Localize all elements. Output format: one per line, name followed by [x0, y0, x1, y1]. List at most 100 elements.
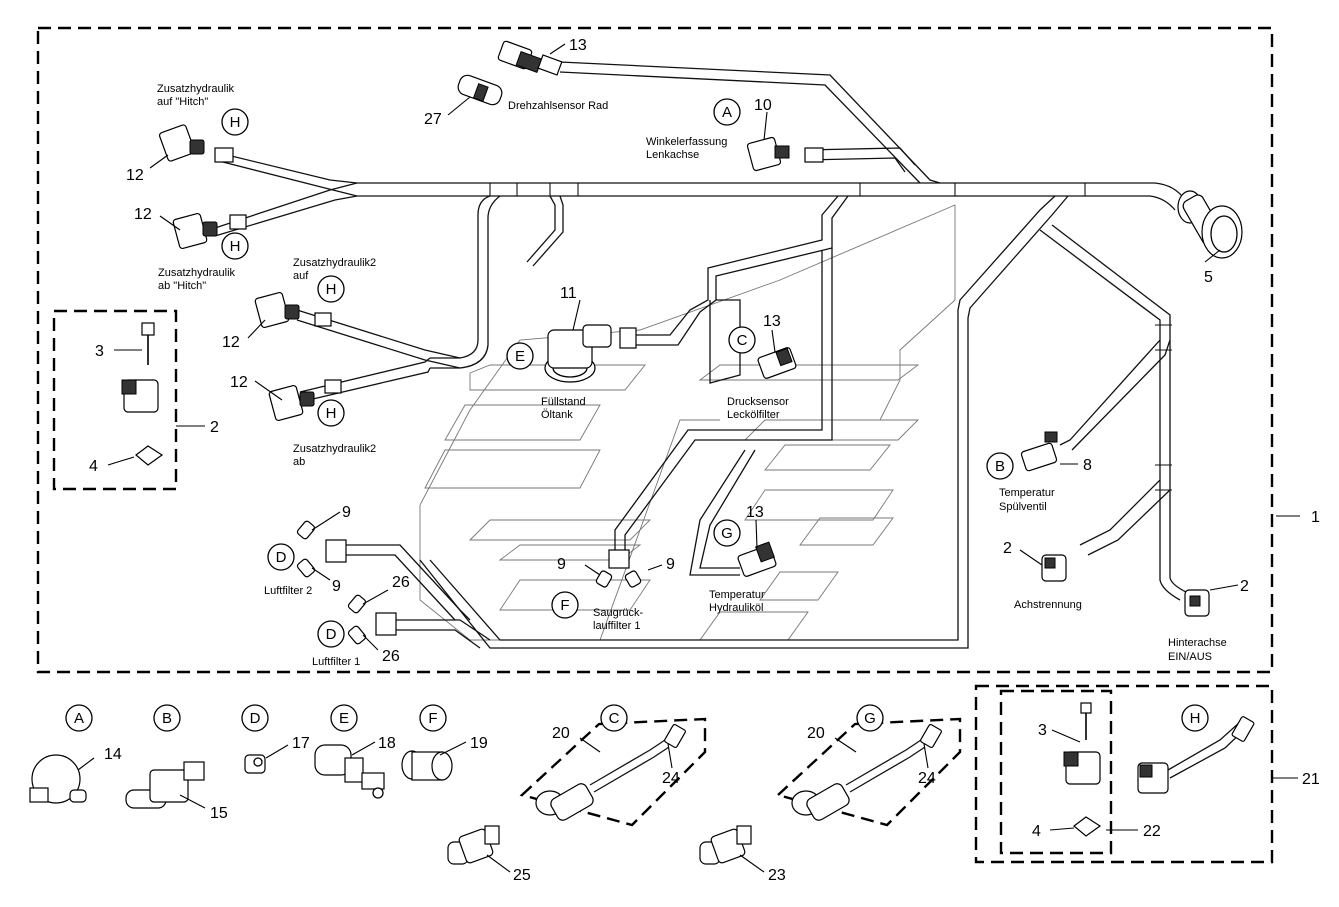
connector-13-top — [497, 40, 563, 76]
part-num-14: 14 — [104, 746, 122, 763]
sensor-18 — [314, 744, 385, 799]
part-num-12-c: 12 — [222, 334, 240, 351]
part-num-19: 19 — [470, 735, 488, 752]
part-num-23: 23 — [768, 867, 786, 884]
letter-d-luft1: D — [326, 626, 337, 643]
junction-9-d — [296, 520, 347, 578]
letter-h-4: H — [326, 405, 337, 422]
part-num-9-a: 9 — [342, 504, 351, 521]
label-fuellstand-2: Öltank — [541, 409, 573, 421]
letter-e-bottom: E — [339, 710, 349, 727]
sensor-15 — [125, 761, 205, 809]
label-zh2-auf-1: Zusatzhydraulik2 — [293, 257, 376, 269]
part-num-8: 8 — [1083, 457, 1092, 474]
leader-lines — [77, 43, 1300, 873]
letter-a-bottom: A — [74, 710, 84, 727]
letter-c-druck: C — [737, 332, 748, 349]
cable-20-c — [535, 723, 686, 821]
letter-g-temp: G — [721, 525, 733, 542]
label-zh2-ab-2: ab — [293, 456, 305, 468]
letter-h-3: H — [326, 281, 337, 298]
label-temp-hydr-1: Temperatur — [709, 589, 765, 601]
letter-h-2: H — [230, 238, 241, 255]
letter-e-fuell: E — [515, 348, 525, 365]
label-hinterachse-1: Hinterachse — [1168, 637, 1227, 649]
part-num-4-right: 4 — [1032, 823, 1041, 840]
label-achstrennung: Achstrennung — [1014, 599, 1082, 611]
label-temp-spuel-2: Spülventil — [999, 501, 1047, 513]
part-num-12-b: 12 — [134, 206, 152, 223]
kit-21-frame — [974, 684, 1274, 864]
letter-d-luft2: D — [276, 549, 287, 566]
part-numbers: 13 27 10 12 12 12 12 11 13 5 8 13 2 2 1 … — [89, 37, 1320, 884]
part-num-11: 11 — [560, 285, 577, 302]
connector-13-low — [737, 541, 777, 577]
label-winkelerfassung-1: Winkelerfassung — [646, 136, 727, 148]
label-drehzahlsensor: Drehzahlsensor Rad — [508, 100, 608, 112]
part-num-21: 21 — [1302, 771, 1320, 788]
part-num-2-left: 2 — [210, 419, 219, 436]
part-num-12-a: 12 — [126, 167, 144, 184]
connector-12-upper — [158, 124, 234, 163]
label-winkelerfassung-2: Lenkachse — [646, 149, 699, 161]
part-num-24-c: 24 — [662, 770, 680, 787]
letter-h-1: H — [230, 114, 241, 131]
tank-silhouette — [419, 204, 956, 641]
kit-21-parts — [1063, 702, 1255, 837]
sensor-14 — [29, 754, 87, 804]
connector-5 — [1177, 190, 1243, 259]
part-num-13-low: 13 — [746, 504, 764, 521]
label-zh2-ab-1: Zusatzhydraulik2 — [293, 443, 376, 455]
connector-10 — [746, 136, 824, 172]
letter-f-bottom: F — [428, 710, 437, 727]
label-luftfilter-2: Luftfilter 2 — [264, 585, 312, 597]
kit-2-parts — [121, 322, 164, 466]
label-drucksensor-2: Leckölfilter — [727, 409, 780, 421]
part-num-15: 15 — [210, 805, 228, 822]
letter-b-temp: B — [995, 458, 1005, 475]
letter-g-bottom: G — [864, 710, 876, 727]
part-num-2-achs: 2 — [1003, 540, 1012, 557]
part-num-20-g: 20 — [807, 725, 825, 742]
label-luftfilter-1: Luftfilter 1 — [312, 656, 360, 668]
part-num-12-d: 12 — [230, 374, 248, 391]
part-num-9-d: 9 — [666, 556, 675, 573]
connector-12-lower — [172, 212, 247, 250]
connector-8 — [1020, 431, 1058, 472]
connector-13-mid — [757, 347, 797, 379]
letter-a-winkel: A — [722, 104, 732, 121]
connector-11 — [544, 324, 637, 383]
label-zh-ab-2: ab "Hitch" — [158, 280, 206, 292]
letter-f-saug: F — [560, 597, 569, 614]
part-num-5: 5 — [1204, 269, 1213, 286]
label-zh-auf-2: auf "Hitch" — [157, 96, 208, 108]
label-hinterachse-2: EIN/AUS — [1168, 651, 1212, 663]
letter-texts: A H H H H E C B G D F D A B D E F C G H — [74, 104, 1200, 727]
letter-b-bottom: B — [162, 710, 172, 727]
letter-d-bottom: D — [250, 710, 261, 727]
part-num-22: 22 — [1143, 823, 1161, 840]
label-saugrueck-2: lauffilter 1 — [593, 620, 641, 632]
part-num-2-hinter: 2 — [1240, 578, 1249, 595]
part-num-1: 1 — [1311, 509, 1320, 526]
label-saugrueck-1: Saugrück- — [593, 607, 643, 619]
part-num-25: 25 — [513, 867, 531, 884]
label-temp-hydr-2: Hydrauliköl — [709, 602, 763, 614]
part-num-18: 18 — [378, 735, 396, 752]
connector-12-zh2-upper — [254, 291, 332, 329]
label-fuellstand-1: Füllstand — [541, 396, 586, 408]
label-zh-auf-1: Zusatzhydraulik — [157, 83, 235, 95]
part-num-3-right: 3 — [1038, 722, 1047, 739]
part-num-9-b: 9 — [332, 578, 341, 595]
letter-circles — [65, 98, 1209, 732]
letter-h-bottom: H — [1190, 710, 1201, 727]
part-num-17: 17 — [292, 735, 310, 752]
label-temp-spuel-1: Temperatur — [999, 487, 1055, 499]
kit-c-frame — [519, 717, 707, 827]
part-num-26-b: 26 — [382, 648, 400, 665]
part-num-24-g: 24 — [918, 770, 936, 787]
sensor-23 — [699, 825, 752, 865]
label-drucksensor-1: Drucksensor — [727, 396, 789, 408]
part-num-3-left: 3 — [95, 343, 104, 360]
letter-c-bottom: C — [609, 710, 620, 727]
